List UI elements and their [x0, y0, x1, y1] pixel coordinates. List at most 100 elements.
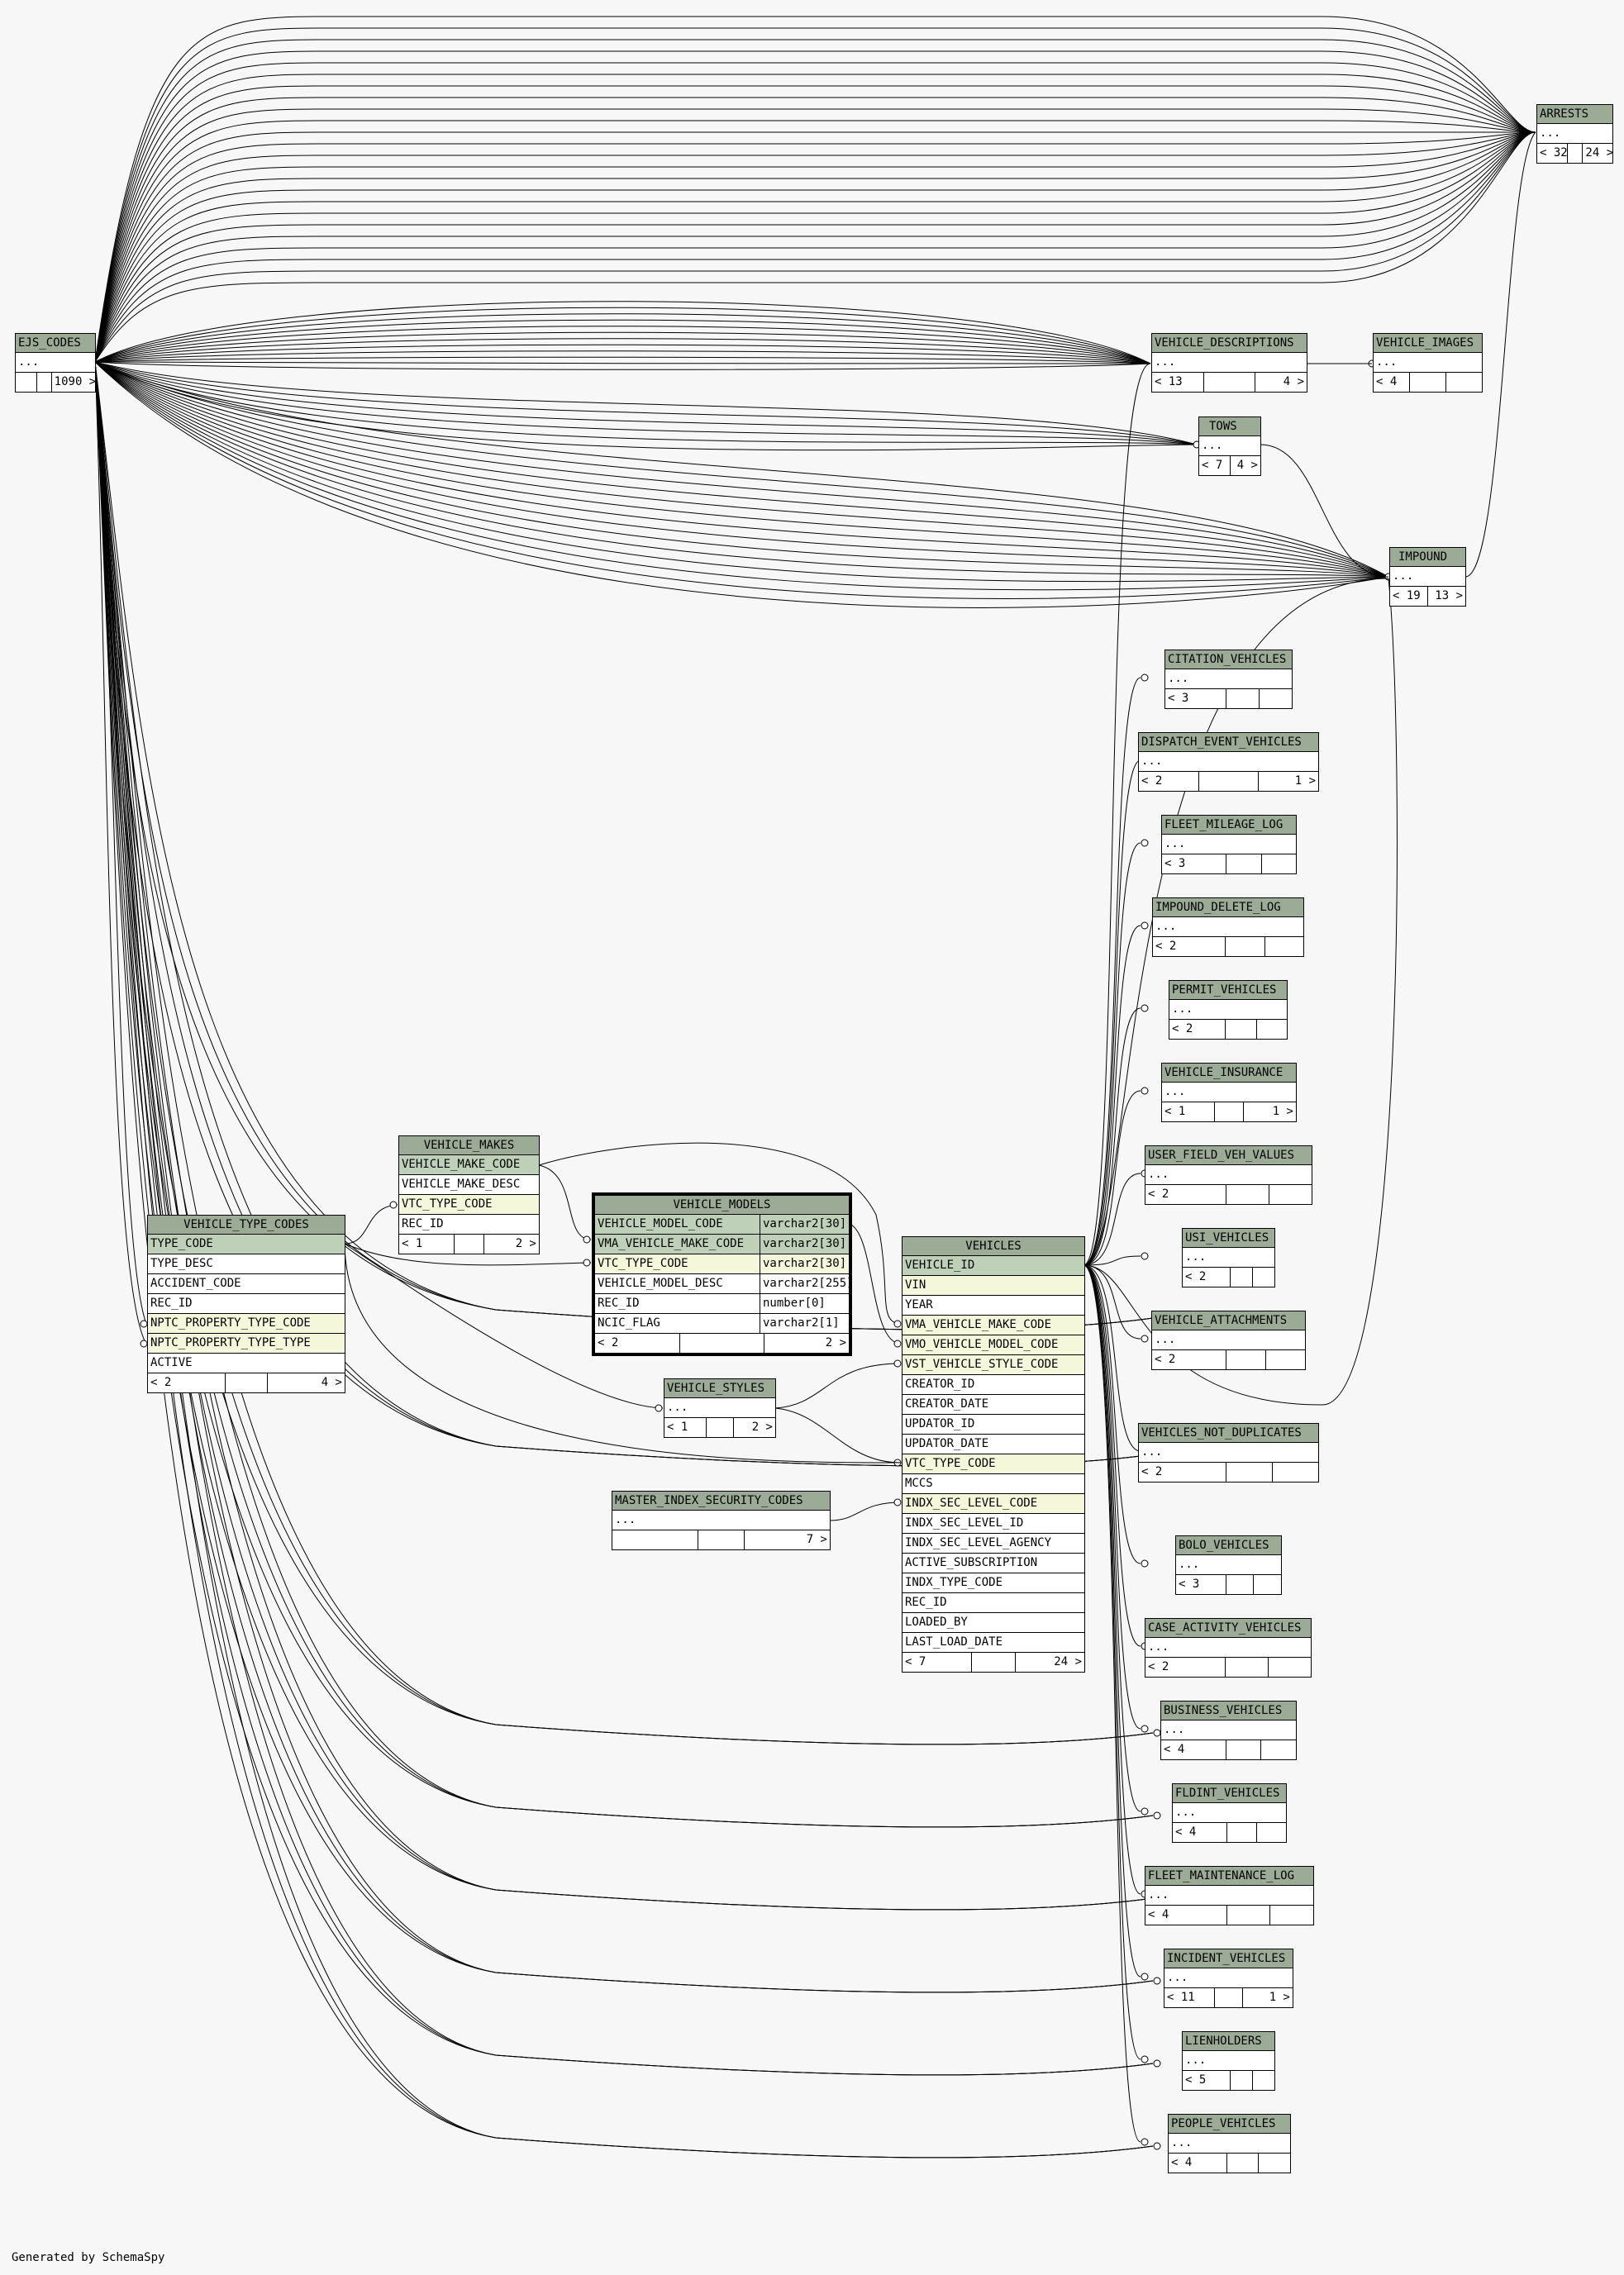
table-user-field-veh-values[interactable]: USER_FIELD_VEH_VALUES ... < 2 [1145, 1145, 1312, 1205]
edge-ejs-impound [94, 361, 1389, 578]
table-ellipsis: ... [1183, 1248, 1274, 1268]
column-vin: VIN [902, 1276, 1084, 1296]
children-count: 1090 > [50, 373, 95, 392]
table-ellipsis: ... [1152, 353, 1307, 373]
parents-count: < 4 [1171, 2156, 1193, 2169]
table-business-vehicles[interactable]: BUSINESS_VEHICLES ... < 4 [1160, 1701, 1297, 1760]
generated-by-footer: Generated by SchemaSpy [12, 2251, 165, 2264]
column-creator-id: CREATOR_ID [902, 1375, 1084, 1395]
edge-ejs-vehicle-descriptions [94, 344, 1151, 364]
edge-ejs-arrests [94, 131, 1536, 363]
table-footer: < 2 [1145, 1185, 1312, 1204]
table-footer: < 3 [1176, 1575, 1281, 1594]
table-vehicle-type-codes[interactable]: VEHICLE_TYPE_CODES TYPE_CODE TYPE_DESC A… [147, 1215, 345, 1393]
parents-count: < 1 [1164, 1105, 1186, 1118]
edge-ejs-arrests [94, 131, 1536, 363]
relationship-endpoint [1141, 1807, 1149, 1816]
table-ellipsis: ... [1183, 2051, 1274, 2071]
table-usi-vehicles[interactable]: USI_VEHICLES ... < 2 [1182, 1228, 1275, 1287]
table-people-vehicles[interactable]: PEOPLE_VEHICLES ... < 4 [1168, 2114, 1291, 2173]
table-title: DISPATCH_EVENT_VEHICLES [1139, 733, 1318, 752]
relationship-endpoint [1141, 673, 1149, 682]
column-creator-date: CREATOR_DATE [902, 1395, 1084, 1415]
table-title: VEHICLE_STYLES [664, 1379, 775, 1398]
table-footer: < 5 [1183, 2071, 1274, 2090]
edge-vtc-vehicles [344, 1243, 902, 1464]
table-master-index-security-codes[interactable]: MASTER_INDEX_SECURITY_CODES ... 7 > [612, 1491, 831, 1550]
column-vst-vehicle-style-code: VST_VEHICLE_STYLE_CODE [902, 1355, 1084, 1375]
edge-ejs-vehicle-descriptions [94, 319, 1151, 364]
column-vehicle-make-desc: VEHICLE_MAKE_DESC [399, 1175, 539, 1195]
edge-ejs-vehicle-descriptions [94, 350, 1151, 364]
table-citation-vehicles[interactable]: CITATION_VEHICLES ... < 3 [1164, 650, 1293, 709]
edge-vehicles-child [1083, 1007, 1141, 1266]
table-vehicle-makes[interactable]: VEHICLE_MAKES VEHICLE_MAKE_CODE VEHICLE_… [398, 1135, 540, 1254]
relationship-endpoint [1141, 839, 1149, 847]
column-accident-code: ACCIDENT_CODE [148, 1274, 345, 1294]
table-fldint-vehicles[interactable]: FLDINT_VEHICLES ... < 4 [1172, 1783, 1287, 1843]
children-count: 4 > [1255, 373, 1307, 392]
edge-vehicles-child [1083, 1264, 1141, 1978]
table-permit-vehicles[interactable]: PERMIT_VEHICLES ... < 2 [1169, 980, 1288, 1040]
edge-vehicles-child [1083, 1264, 1141, 2143]
edge-vehicles-child [1083, 1264, 1141, 1895]
table-ejs-codes[interactable]: EJS_CODES ... 1090 > [15, 333, 96, 393]
table-title: VEHICLE_DESCRIPTIONS [1152, 334, 1307, 353]
column-rec-id: REC_ID [148, 1294, 345, 1314]
table-footer: < 2 [1145, 1658, 1311, 1677]
relationship-endpoint [140, 1320, 148, 1328]
table-vehicle-images[interactable]: VEHICLE_IMAGES ... < 4 [1373, 333, 1483, 393]
table-lienholders[interactable]: LIENHOLDERS ... < 5 [1182, 2031, 1275, 2091]
table-fleet-mileage-log[interactable]: FLEET_MILEAGE_LOG ... < 3 [1161, 815, 1297, 874]
table-title: CASE_ACTIVITY_VEHICLES [1145, 1619, 1311, 1638]
table-title: USI_VEHICLES [1183, 1229, 1274, 1248]
table-footer: 7 > [612, 1530, 830, 1549]
table-bolo-vehicles[interactable]: BOLO_VEHICLES ... < 3 [1175, 1535, 1282, 1595]
table-title: EJS_CODES [16, 334, 95, 353]
parents-count: < 4 [1175, 1825, 1197, 1839]
relationship-endpoint [1153, 2059, 1161, 2068]
children-count: 1 > [1242, 1988, 1293, 2007]
table-ellipsis: ... [1139, 1443, 1318, 1463]
relationship-endpoint [1153, 1977, 1161, 1985]
table-vehicle-attachments[interactable]: VEHICLE_ATTACHMENTS ... < 2 [1151, 1311, 1306, 1370]
edge-ejs-impound [94, 361, 1389, 578]
table-case-activity-vehicles[interactable]: CASE_ACTIVITY_VEHICLES ... < 2 [1145, 1618, 1312, 1678]
edge-styles-vehicles2 [774, 1407, 902, 1464]
parents-count: < 2 [150, 1376, 172, 1389]
table-vehicles-not-duplicates[interactable]: VEHICLES_NOT_DUPLICATES ... < 2 [1138, 1423, 1319, 1483]
table-title: VEHICLE_IMAGES [1374, 334, 1482, 353]
relationship-endpoint [893, 1340, 902, 1348]
table-title: VEHICLE_MODELS [595, 1196, 849, 1215]
table-title: VEHICLE_ATTACHMENTS [1152, 1311, 1305, 1330]
table-impound-delete-log[interactable]: IMPOUND_DELETE_LOG ... < 2 [1152, 897, 1304, 957]
edge-ejs-impound [94, 361, 1389, 578]
edge-ejs-arrests [94, 131, 1536, 363]
table-title: FLDINT_VEHICLES [1173, 1784, 1286, 1803]
table-ellipsis: ... [1537, 124, 1612, 144]
column-indx-sec-level-id: INDX_SEC_LEVEL_ID [902, 1514, 1084, 1534]
edge-ejs-child [94, 361, 1154, 2158]
relationship-endpoint [1141, 1559, 1149, 1568]
table-fleet-maintenance-log[interactable]: FLEET_MAINTENANCE_LOG ... < 4 [1145, 1866, 1314, 1925]
table-vehicles[interactable]: VEHICLES VEHICLE_ID VIN YEAR VMA_VEHICLE… [902, 1236, 1085, 1673]
edge-vehicles-child [1083, 1264, 1141, 1564]
table-title: LIENHOLDERS [1183, 2032, 1274, 2051]
